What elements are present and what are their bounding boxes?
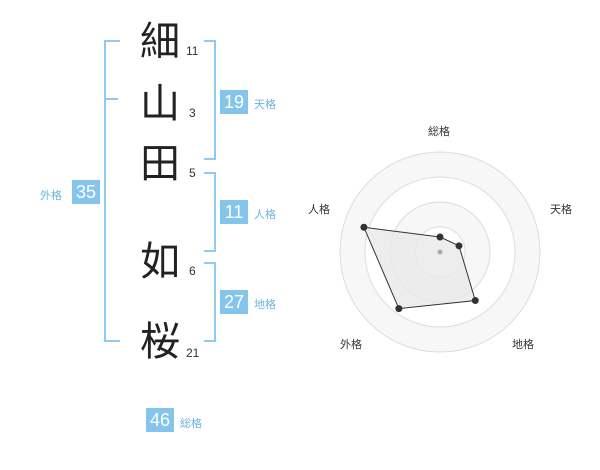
radar-axis-label-3: 外格	[340, 338, 362, 351]
stroke-count-1: 11	[186, 44, 199, 58]
radar-axis-label-4: 人格	[308, 203, 330, 216]
name-char-4: 如	[140, 239, 180, 285]
radar-axis-label-2: 地格	[512, 338, 534, 351]
name-char-3: 田	[140, 141, 180, 187]
tenkaku-value: 19	[220, 90, 248, 114]
radar-axis-label-1: 天格	[550, 203, 572, 216]
stroke-count-4: 6	[189, 264, 196, 278]
soukaku-label: 総格	[180, 417, 202, 430]
radar-axis-label-0: 総格	[428, 125, 450, 138]
tenkaku-label: 天格	[254, 98, 276, 111]
soukaku-value: 46	[146, 408, 174, 432]
gaikaku-label: 外格	[40, 189, 62, 202]
gaikaku-value: 35	[72, 180, 100, 204]
radar-point-0	[436, 233, 444, 241]
radar-point-4	[360, 223, 368, 231]
radar-point-1	[455, 242, 463, 250]
tenkaku-bracket	[204, 40, 216, 160]
name-char-1: 細	[140, 19, 180, 65]
name-char-5: 桜	[140, 319, 180, 365]
radar-point-2	[471, 297, 479, 305]
gaikaku-bracket-tick	[104, 98, 118, 100]
gaikaku-bracket	[104, 40, 120, 342]
chikaku-label: 地格	[254, 298, 276, 311]
chikaku-value: 27	[220, 290, 248, 314]
jinkaku-bracket	[204, 172, 216, 252]
name-char-2: 山	[140, 81, 180, 127]
jinkaku-value: 11	[220, 200, 248, 224]
radar-center	[437, 249, 443, 255]
stroke-count-5: 21	[186, 346, 200, 360]
jinkaku-label: 人格	[254, 208, 276, 221]
radar-point-3	[395, 305, 403, 313]
stroke-count-2: 3	[189, 106, 196, 120]
stroke-count-3: 5	[189, 166, 196, 180]
chikaku-bracket	[204, 262, 216, 342]
